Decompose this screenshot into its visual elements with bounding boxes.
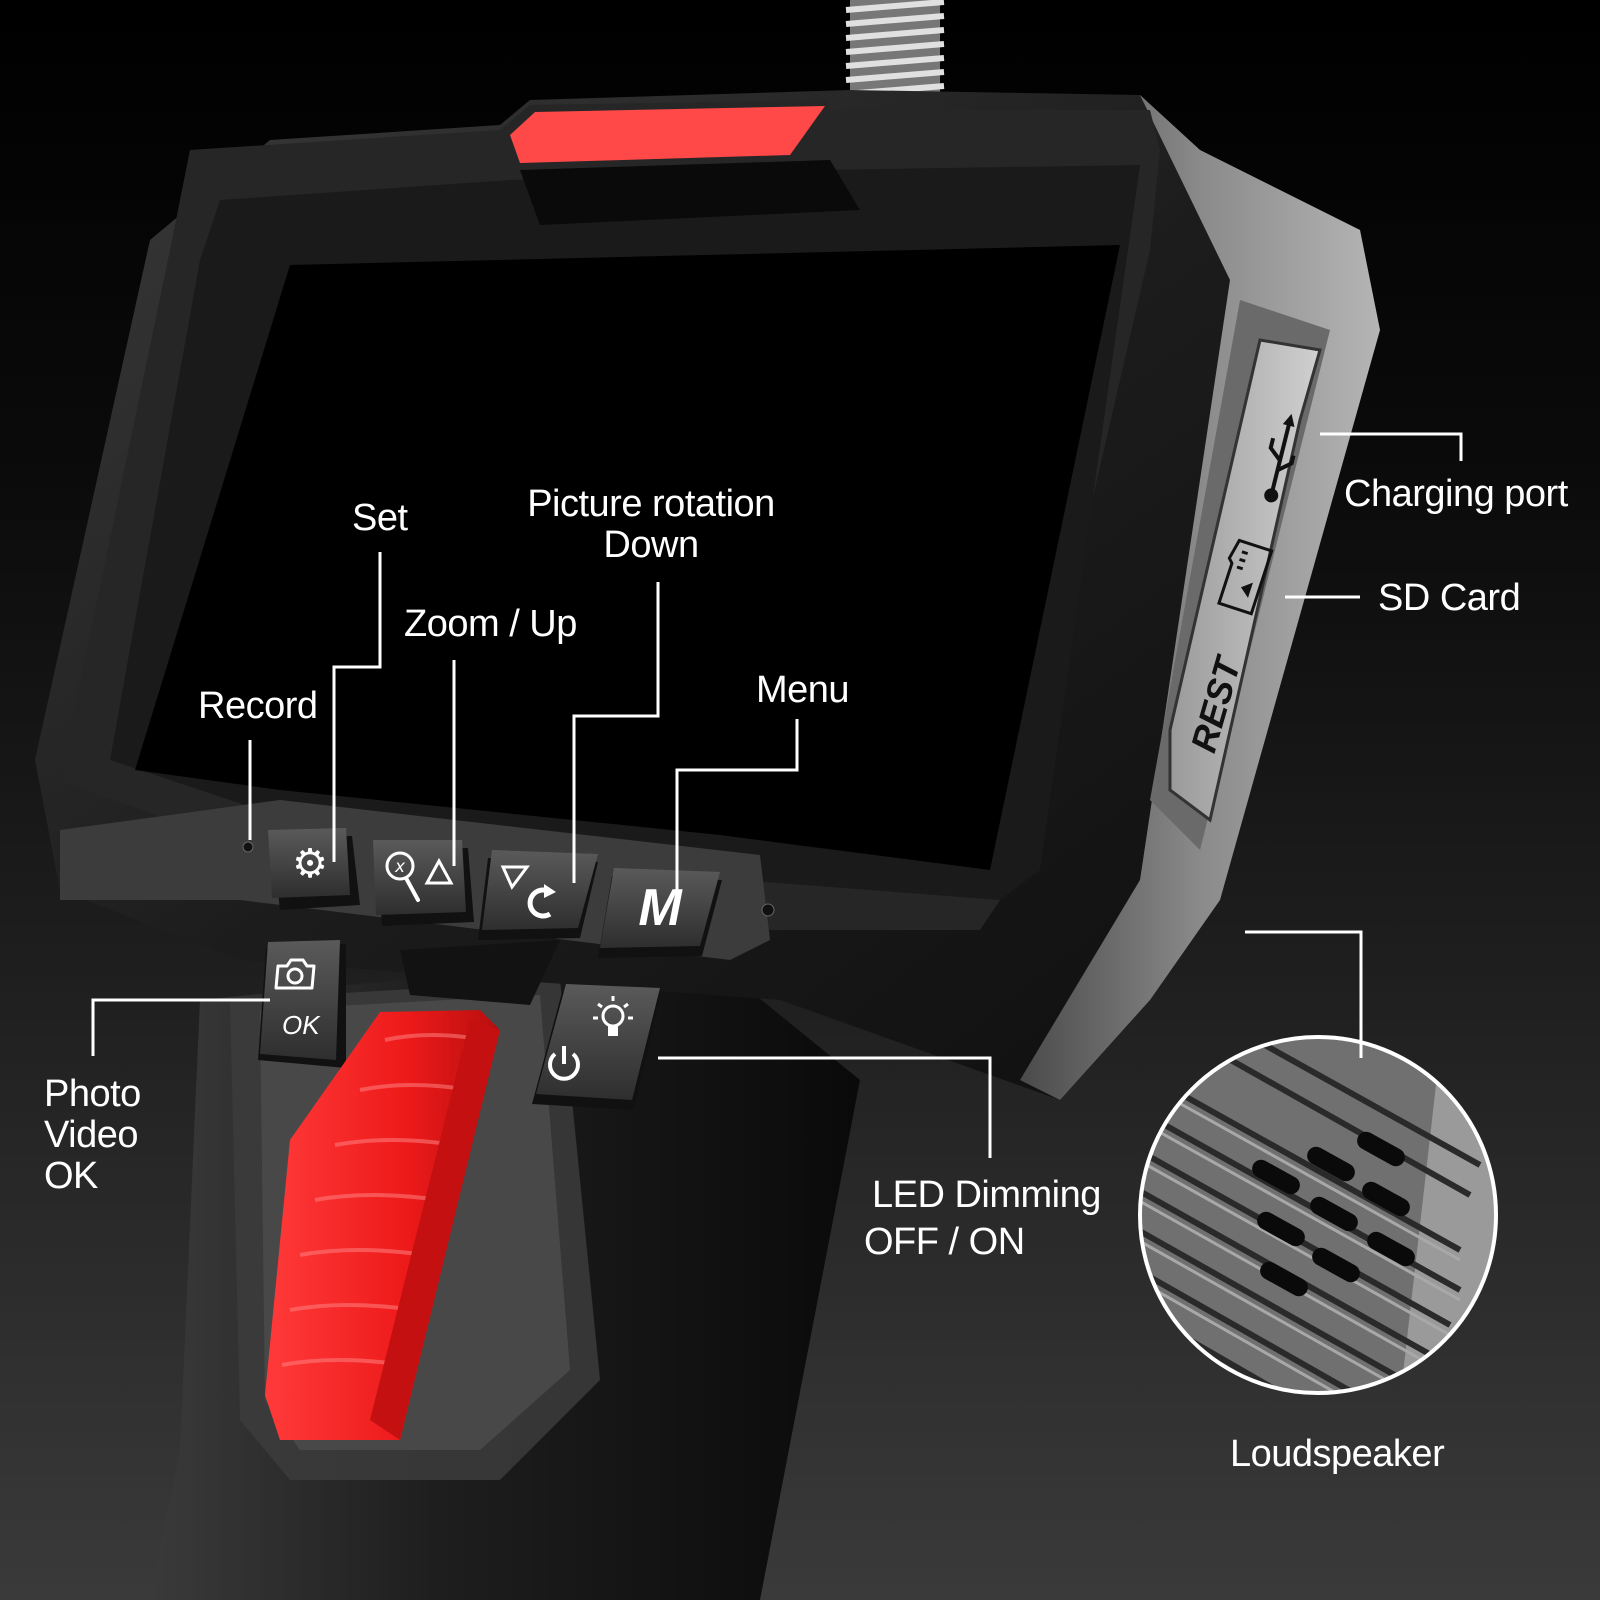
label-menu: Menu [756, 669, 850, 711]
label-record: Record [198, 685, 318, 727]
label-picture-rotation-line2: Down [603, 524, 699, 566]
up-triangle-icon [424, 858, 454, 885]
label-video: Video [44, 1114, 139, 1156]
label-led-dimming-line2: OFF / ON [864, 1221, 1025, 1263]
zoom-up-button[interactable]: x [376, 842, 464, 912]
rotate-icon [527, 884, 556, 919]
gear-icon: ⚙ [292, 841, 328, 887]
light-bulb-icon [593, 996, 633, 1036]
label-set: Set [352, 497, 408, 539]
label-photo-video-ok: Photo Video OK [44, 1074, 141, 1197]
label-led-dimming-line1: LED Dimming [872, 1174, 1101, 1216]
menu-button[interactable]: M [604, 870, 716, 946]
photo-ok-button[interactable]: OK [262, 944, 338, 1056]
side-port-panel [1168, 338, 1322, 823]
down-rotate-button[interactable] [486, 852, 594, 928]
menu-m-icon: M [638, 879, 682, 937]
label-picture-rotation-line1: Picture rotation [527, 483, 775, 525]
usb-icon [1264, 413, 1296, 503]
svg-text:x: x [394, 857, 406, 877]
ok-glyph: OK [282, 1010, 320, 1040]
camera-icon [274, 958, 316, 990]
down-triangle-icon [500, 865, 530, 890]
label-sd-card: SD Card [1378, 577, 1521, 619]
label-zoom-up: Zoom / Up [404, 603, 577, 645]
zoom-magnifier-icon: x [385, 851, 420, 902]
loudspeaker-detail [1138, 1035, 1498, 1395]
power-led-button[interactable] [540, 988, 656, 1096]
red-thumbwheel[interactable] [265, 1010, 500, 1440]
label-charging-port: Charging port [1344, 473, 1568, 515]
label-picture-rotation: Picture rotation Down [520, 484, 782, 566]
charging-port[interactable] [1258, 410, 1298, 510]
sd-card-icon [1217, 538, 1274, 616]
power-icon [548, 1046, 580, 1081]
label-photo: Photo [44, 1073, 141, 1115]
label-loudspeaker: Loudspeaker [1230, 1433, 1445, 1475]
label-led-dimming: LED Dimming OFF / ON [864, 1172, 1101, 1266]
set-button[interactable]: ⚙ [272, 832, 348, 896]
label-ok: OK [44, 1155, 98, 1197]
sd-card-slot[interactable] [1217, 538, 1274, 616]
